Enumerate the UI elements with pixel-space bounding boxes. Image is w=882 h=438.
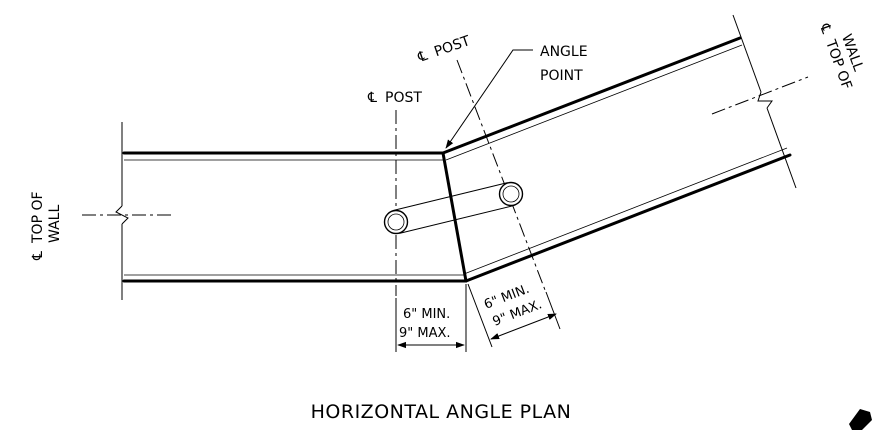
posts-assembly xyxy=(383,181,524,235)
left-wall-label-line1: TOP OF xyxy=(30,191,46,244)
cl-post-left-text: POST xyxy=(385,90,422,106)
right-dimension-extension-line xyxy=(467,283,493,348)
right-wall-break-symbol xyxy=(757,91,773,109)
left-dimension-min-text: 6" MIN. xyxy=(403,307,450,322)
angle-point-label-line1: ANGLE xyxy=(540,44,588,60)
right-wall-segment xyxy=(441,14,809,283)
right-dimension-extension-line xyxy=(545,291,561,330)
left-dimension: 6" MIN. 9" MAX. xyxy=(395,284,467,352)
cl-post-right-text: POST xyxy=(432,33,473,60)
cl-post-right-label: ℄ POST xyxy=(415,33,473,66)
post-connector-top-line xyxy=(392,182,508,212)
right-dimension-text-group: 6" MIN. 9" MAX. xyxy=(482,282,544,330)
right-wall-break-line-bottom xyxy=(766,107,797,189)
cl-top-of-wall-right-label: ℄ TOP OF WALL xyxy=(816,21,866,92)
left-wall-segment xyxy=(82,122,468,300)
right-wall-top-edge xyxy=(441,36,742,155)
post-connector-bottom-line xyxy=(399,204,515,234)
centerline-symbol-icon: ℄ xyxy=(367,90,377,106)
right-wall-centerline xyxy=(711,76,809,115)
drawing-title: HORIZONTAL ANGLE PLAN xyxy=(311,401,572,423)
right-dimension: 6" MIN. 9" MAX. xyxy=(467,282,561,348)
left-wall-break-symbol xyxy=(115,205,129,225)
left-dimension-max-text: 9" MAX. xyxy=(399,326,451,341)
left-post-inner-circle xyxy=(387,213,405,231)
right-dimension-line xyxy=(490,313,557,340)
cl-top-of-wall-left-label: ℄ TOP OF WALL xyxy=(30,191,63,261)
right-wall-bottom-edge xyxy=(464,153,792,283)
angle-point-leader-arrow xyxy=(445,49,533,149)
cl-post-left-label: ℄ POST xyxy=(367,90,422,106)
corner-logo-icon xyxy=(849,409,872,430)
angle-point-label-line2: POINT xyxy=(540,68,583,84)
right-post-centerline xyxy=(456,59,546,291)
centerline-symbol-icon: ℄ xyxy=(415,48,430,66)
right-post-inner-circle xyxy=(502,185,520,203)
right-wall-bottom-inner-edge xyxy=(463,147,788,275)
right-wall-top-inner-edge xyxy=(445,44,743,161)
left-wall-label-line2: WALL xyxy=(47,205,63,243)
angle-joint-line xyxy=(441,151,468,283)
centerline-symbol-icon: ℄ xyxy=(30,251,46,261)
right-wall-break-line-top xyxy=(732,14,762,93)
centerline-symbol-icon: ℄ xyxy=(816,21,834,36)
